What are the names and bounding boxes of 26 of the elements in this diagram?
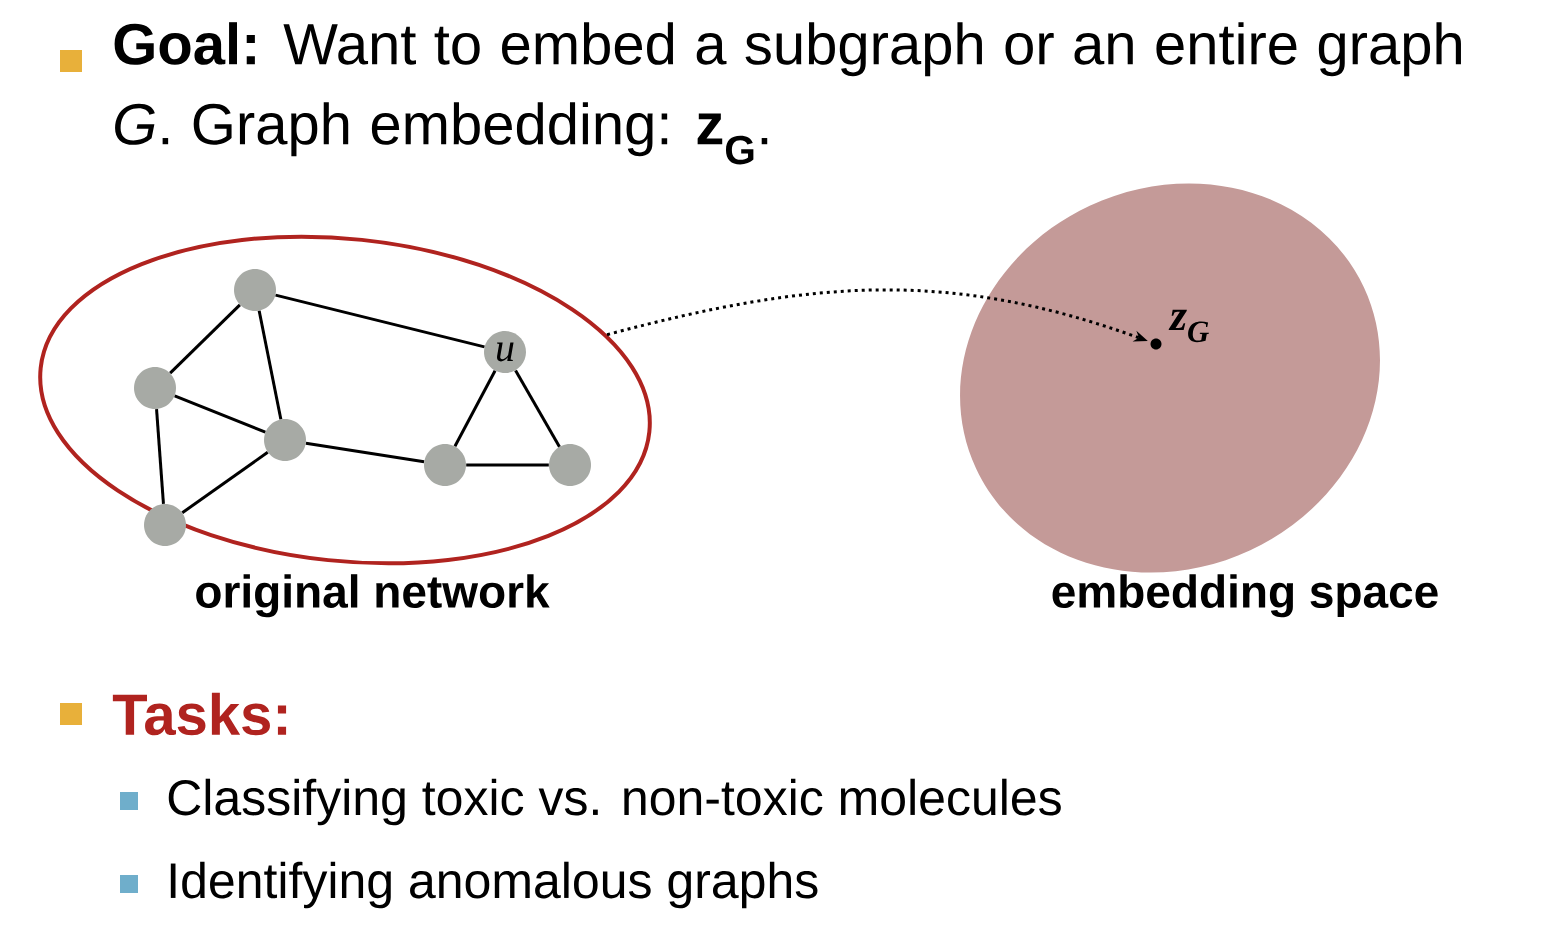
graph-edge	[181, 451, 269, 514]
graph-edge	[514, 369, 561, 448]
point-label: z$_{G}$	[1168, 309, 1209, 343]
graph-node	[424, 444, 466, 486]
node-label: embedding space	[1052, 574, 1438, 618]
task-item: Identifying anomalous graphs	[170, 861, 818, 909]
graph-edge	[453, 370, 497, 447]
embedding-space-blob	[960, 183, 1380, 573]
task-item: Classifying toxic vs. non-toxic molecules	[168, 778, 1061, 826]
graph-node: u	[484, 331, 526, 373]
embedding-point	[1150, 338, 1162, 350]
graph-node	[144, 504, 186, 546]
graph-edge	[155, 409, 165, 504]
heading: Tasks:	[112, 692, 287, 736]
graph-edge	[466, 463, 549, 467]
goal-text: Goal: Want to embed a subgraph or an entire graph G. Graph embedding: z$_{G}$.	[114, 22, 1461, 165]
graph-edge	[169, 303, 241, 375]
graph-edge	[174, 394, 266, 434]
graph-edge	[275, 293, 485, 349]
graph-edge	[305, 441, 425, 464]
graph-node	[264, 419, 306, 461]
graph-node	[549, 444, 591, 486]
graph-node	[134, 367, 176, 409]
graph-node	[234, 269, 276, 311]
node-label: original network	[196, 574, 550, 618]
graph-edge	[257, 310, 283, 420]
